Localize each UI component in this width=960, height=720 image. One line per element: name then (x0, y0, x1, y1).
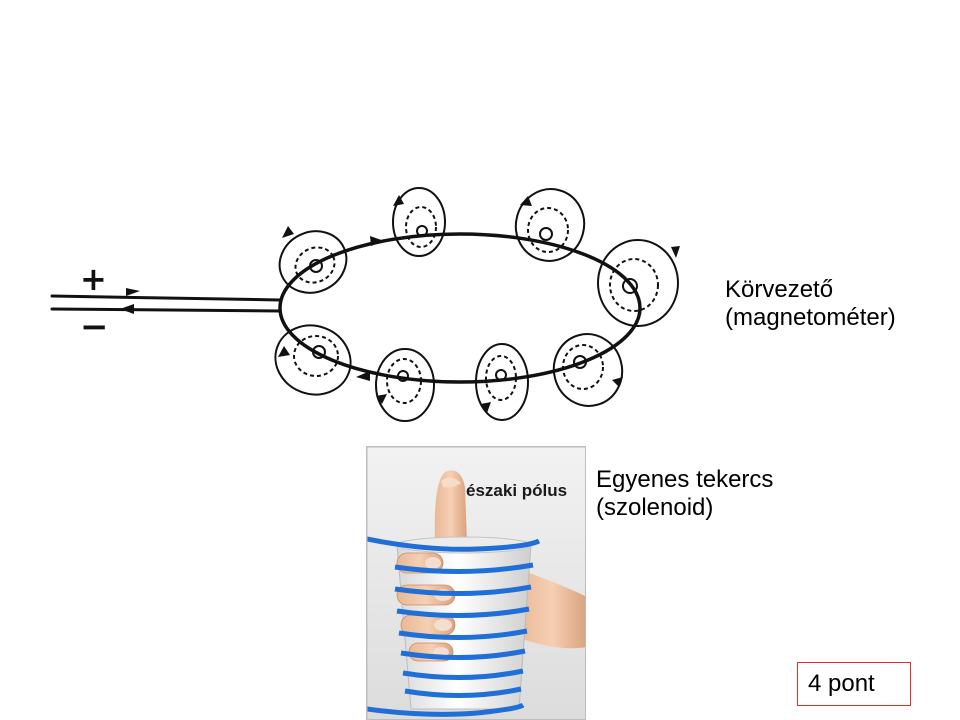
solenoid-label: Egyenes tekercs (szolenoid) (596, 466, 773, 522)
solenoid-label-line1: Egyenes tekercs (596, 466, 774, 493)
loop-conductor-label: Körvezető (magnetométer) (725, 276, 896, 332)
field-loop-7 (375, 348, 435, 422)
solenoid-illustration (367, 447, 585, 719)
arrow-ring-bottom (356, 371, 370, 381)
arrow-lead-out (120, 304, 134, 314)
loop-label-line1: Körvezető (725, 276, 834, 303)
field-loop-4 (597, 239, 679, 327)
arrow-ring-top (370, 236, 384, 246)
field-loop-3 (514, 188, 586, 262)
score-text: 4 pont (808, 670, 875, 697)
arrow-lead-in (126, 288, 140, 296)
ring-conductor (278, 232, 642, 384)
field-direction-arrows (278, 195, 680, 413)
field-loop-2 (392, 187, 446, 257)
arm (517, 572, 585, 649)
field-loop-6 (475, 343, 529, 421)
minus-sign: − (80, 307, 109, 347)
field-loop-5 (552, 333, 624, 407)
field-lines (274, 187, 679, 422)
current-arrows (120, 236, 384, 381)
score-box: 4 pont (797, 662, 911, 706)
solenoid-label-line2: (szolenoid) (596, 494, 714, 521)
thumb (434, 470, 467, 543)
field-loop-8 (274, 324, 352, 396)
plus-sign: + (80, 260, 107, 298)
lead-wire-bottom (50, 307, 282, 313)
lead-wire-top (50, 294, 282, 302)
loop-label-line2: (magnetométer) (725, 304, 896, 331)
solenoid-photo (366, 446, 586, 720)
north-pole-caption: északi pólus (466, 481, 568, 500)
coil-windings (367, 536, 541, 717)
field-loop-1 (278, 230, 348, 294)
